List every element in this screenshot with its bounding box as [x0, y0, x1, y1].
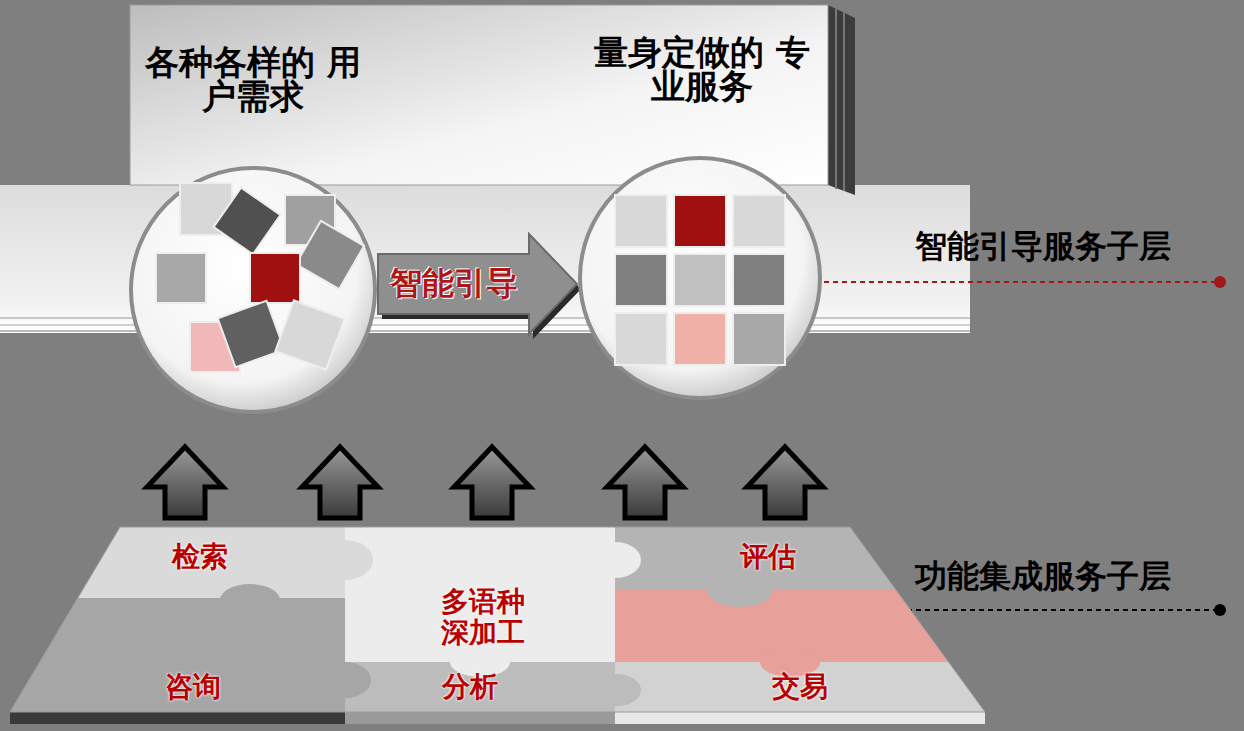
circle-heading: 各种各样的 用户需求 [133, 45, 373, 113]
circle-outline [128, 165, 378, 415]
square-tile [296, 221, 364, 289]
circle-node: 各种各样的 用户需求 [128, 165, 378, 415]
square-tile [250, 253, 300, 303]
layer-label-text: 智能引导服务子层 [915, 225, 1171, 269]
circle-outline [577, 155, 823, 401]
piece-label: 评估 [740, 542, 796, 573]
square-tile [733, 313, 785, 365]
circle-heading: 量身定做的 专业服务 [582, 35, 822, 103]
flow-arrow [378, 234, 581, 339]
square-tile [275, 300, 344, 369]
layer-label: 智能引导服务子层 [915, 225, 1171, 269]
puzzle-piece: 交易 [766, 670, 834, 705]
square-tile [156, 253, 206, 303]
puzzle-piece: 检索 [166, 540, 234, 575]
square-tile [615, 313, 667, 365]
square-tile [674, 313, 726, 365]
square-tile [674, 254, 726, 306]
square-tile [214, 188, 281, 255]
square-tile [674, 195, 726, 247]
square-tile [615, 195, 667, 247]
puzzle-piece: 多语种 深加工 [427, 585, 539, 651]
up-arrows [147, 447, 823, 518]
puzzle-piece: 分析 [436, 670, 504, 705]
circle-shape [131, 168, 375, 412]
square-tile [733, 254, 785, 306]
puzzle-piece: 咨询 [159, 670, 227, 705]
puzzle-board [0, 520, 1000, 724]
square-tile [218, 301, 285, 368]
arrow-label: 智能引导 [390, 262, 518, 306]
piece-label: 咨询 [165, 672, 221, 703]
circle-node: 量身定做的 专业服务 [577, 155, 823, 401]
puzzle-piece: 评估 [734, 540, 802, 575]
square-tile [733, 195, 785, 247]
layer-label: 功能集成服务子层 [915, 555, 1171, 599]
piece-label: 分析 [442, 672, 498, 703]
piece-label: 多语种 深加工 [433, 587, 533, 649]
circle-shape [580, 158, 820, 398]
square-tile [615, 254, 667, 306]
layer-label-text: 功能集成服务子层 [915, 555, 1171, 599]
piece-label: 检索 [172, 542, 228, 573]
arrow-body [378, 234, 577, 334]
piece-label: 交易 [772, 672, 828, 703]
